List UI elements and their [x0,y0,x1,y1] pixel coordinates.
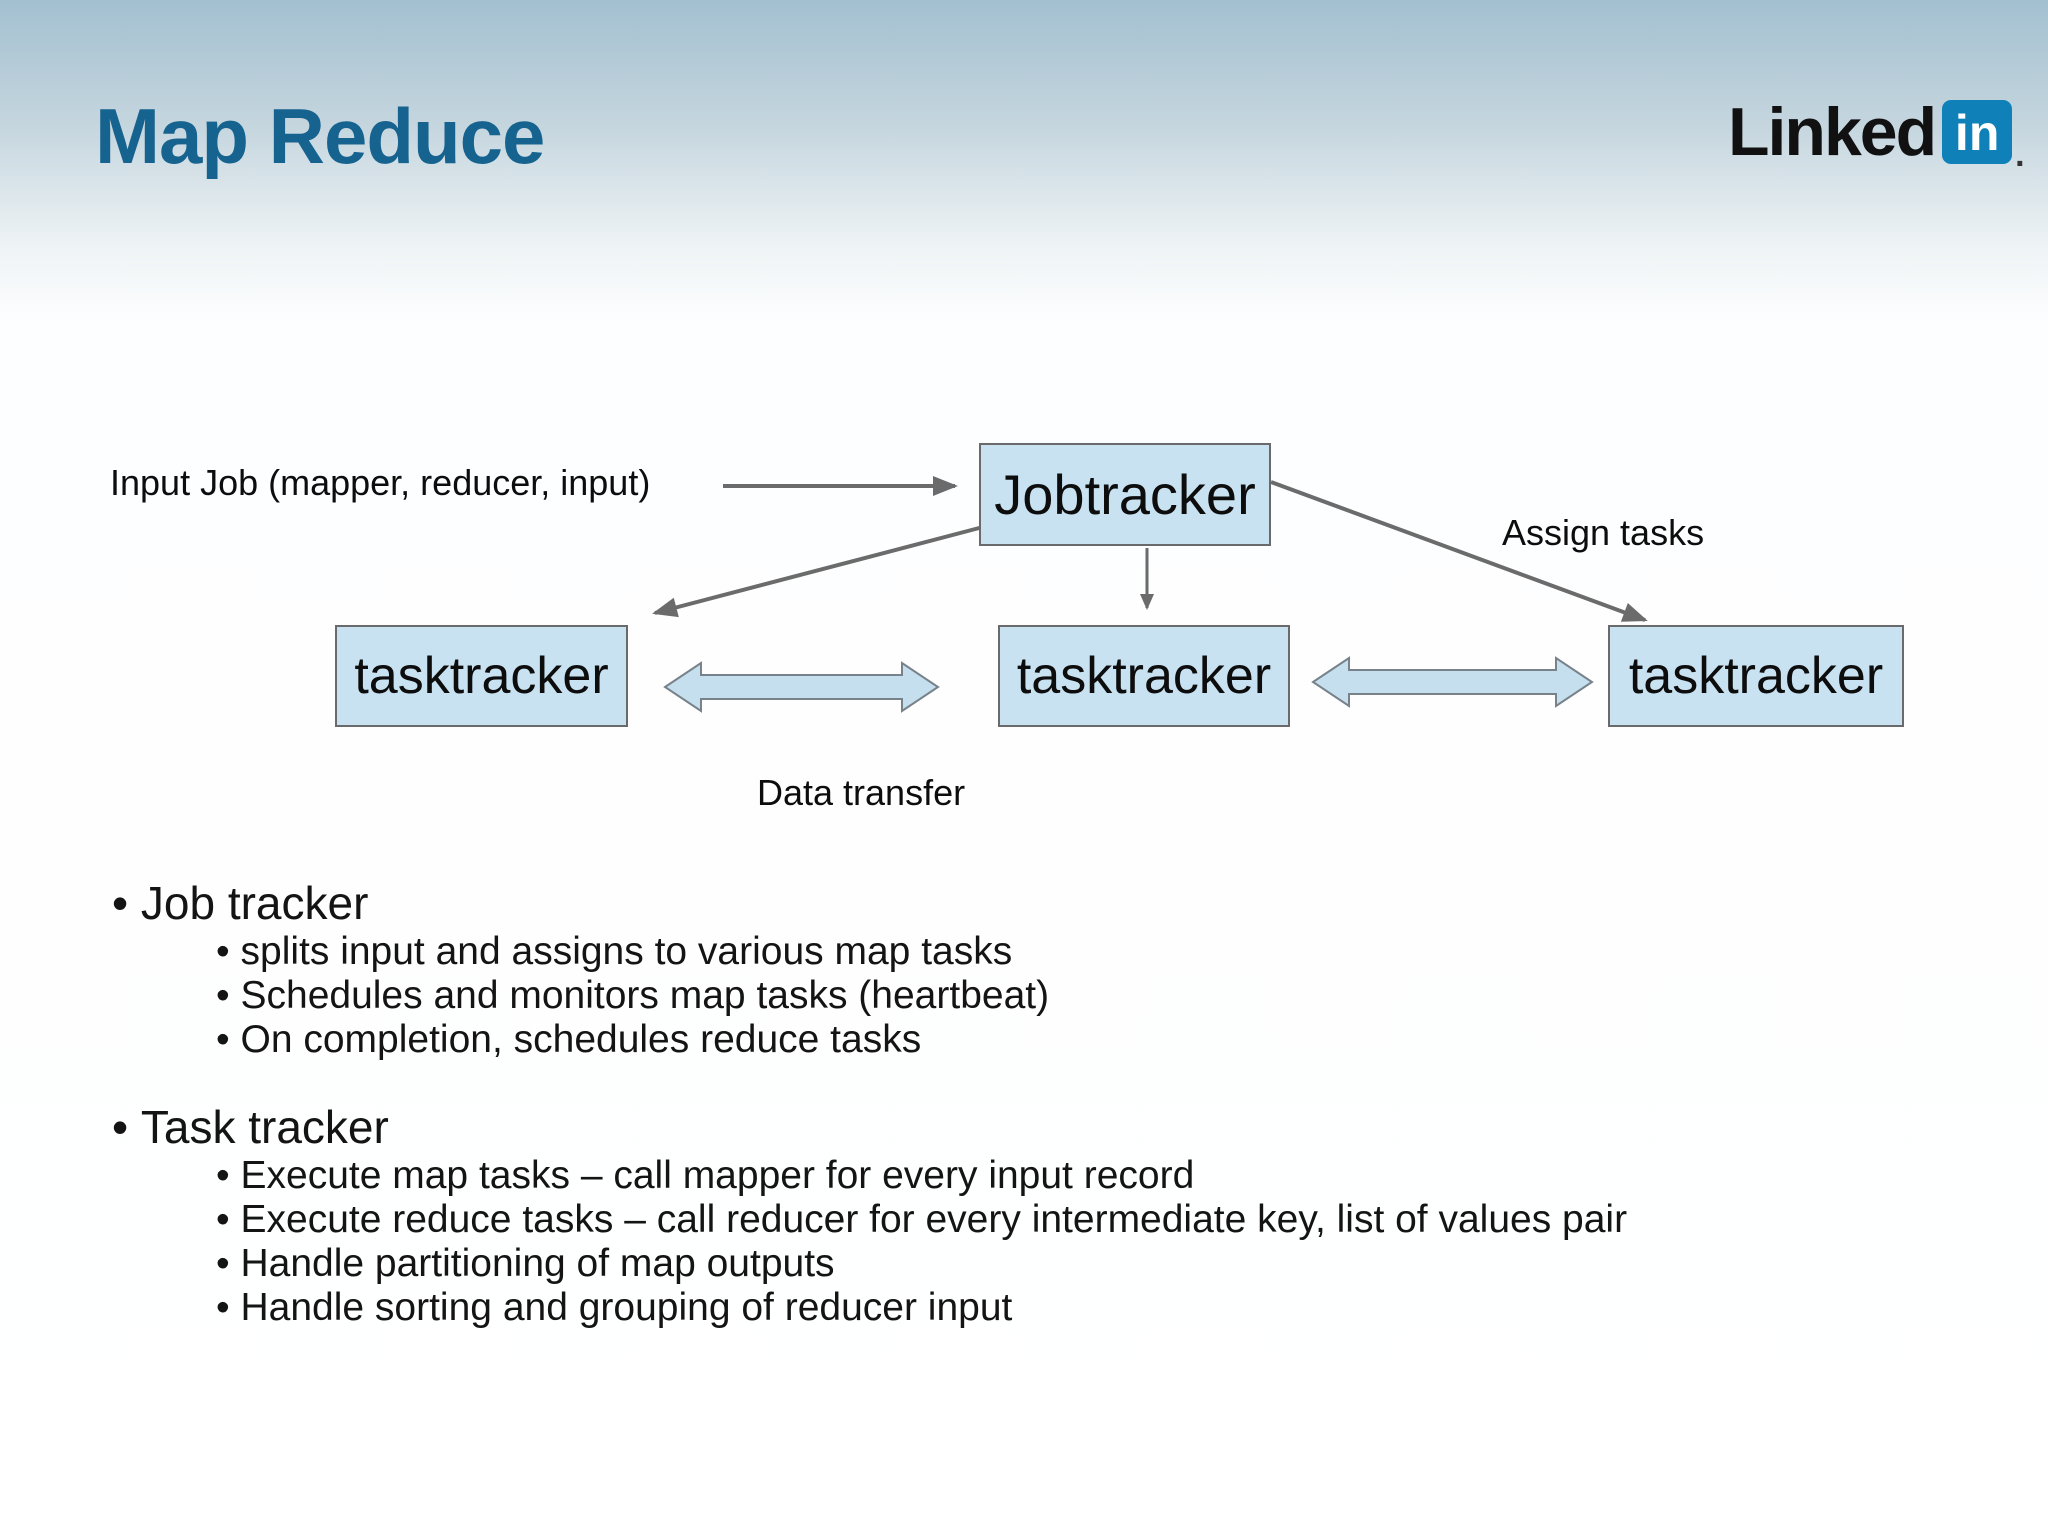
tasktracker-node-1: tasktracker [335,625,628,727]
task-tracker-items: Execute map tasks – call mapper for ever… [216,1154,1646,1330]
linkedin-in-text: in [1954,105,2000,161]
arrow-jobtracker-to-tasktracker1-icon [652,525,984,618]
linkedin-logo-word: Linked [1728,94,1937,170]
assign-tasks-label: Assign tasks [1502,512,1705,553]
job-tracker-items: splits input and assigns to various map … [216,930,1716,1062]
linkedin-trademark-dot: . [2015,136,2025,174]
jobtracker-node-label: Jobtracker [994,463,1256,526]
tasktracker-node-1-label: tasktracker [354,647,609,705]
list-item: Handle partitioning of map outputs [216,1242,1646,1286]
list-item: Handle sorting and grouping of reducer i… [216,1286,1646,1330]
arrow-jobtracker-to-tasktracker3-icon [1270,480,1648,622]
tasktracker-node-2-label: tasktracker [1016,647,1272,705]
tasktracker-node-3: tasktracker [1608,625,1904,727]
job-tracker-heading: Job tracker [112,876,369,930]
page-title: Map Reduce [95,92,545,180]
double-arrow-tasktracker1-tasktracker2-icon [663,661,940,713]
data-transfer-label: Data transfer [757,772,966,813]
list-item: On completion, schedules reduce tasks [216,1018,1716,1062]
linkedin-in-icon: in [1942,100,2013,164]
list-item: Execute reduce tasks – call reducer for … [216,1198,1646,1242]
tasktracker-node-3-label: tasktracker [1628,647,1884,705]
tasktracker-node-2: tasktracker [998,625,1290,727]
input-job-label: Input Job (mapper, reducer, input) [110,462,651,503]
list-item: Execute map tasks – call mapper for ever… [216,1154,1646,1198]
list-item: splits input and assigns to various map … [216,930,1716,974]
double-arrow-tasktracker2-tasktracker3-icon [1311,656,1594,708]
list-item: Schedules and monitors map tasks (heartb… [216,974,1716,1018]
jobtracker-node: Jobtracker [979,443,1271,546]
task-tracker-heading: Task tracker [112,1100,389,1154]
linkedin-logo: Linked in . [1728,94,2025,175]
